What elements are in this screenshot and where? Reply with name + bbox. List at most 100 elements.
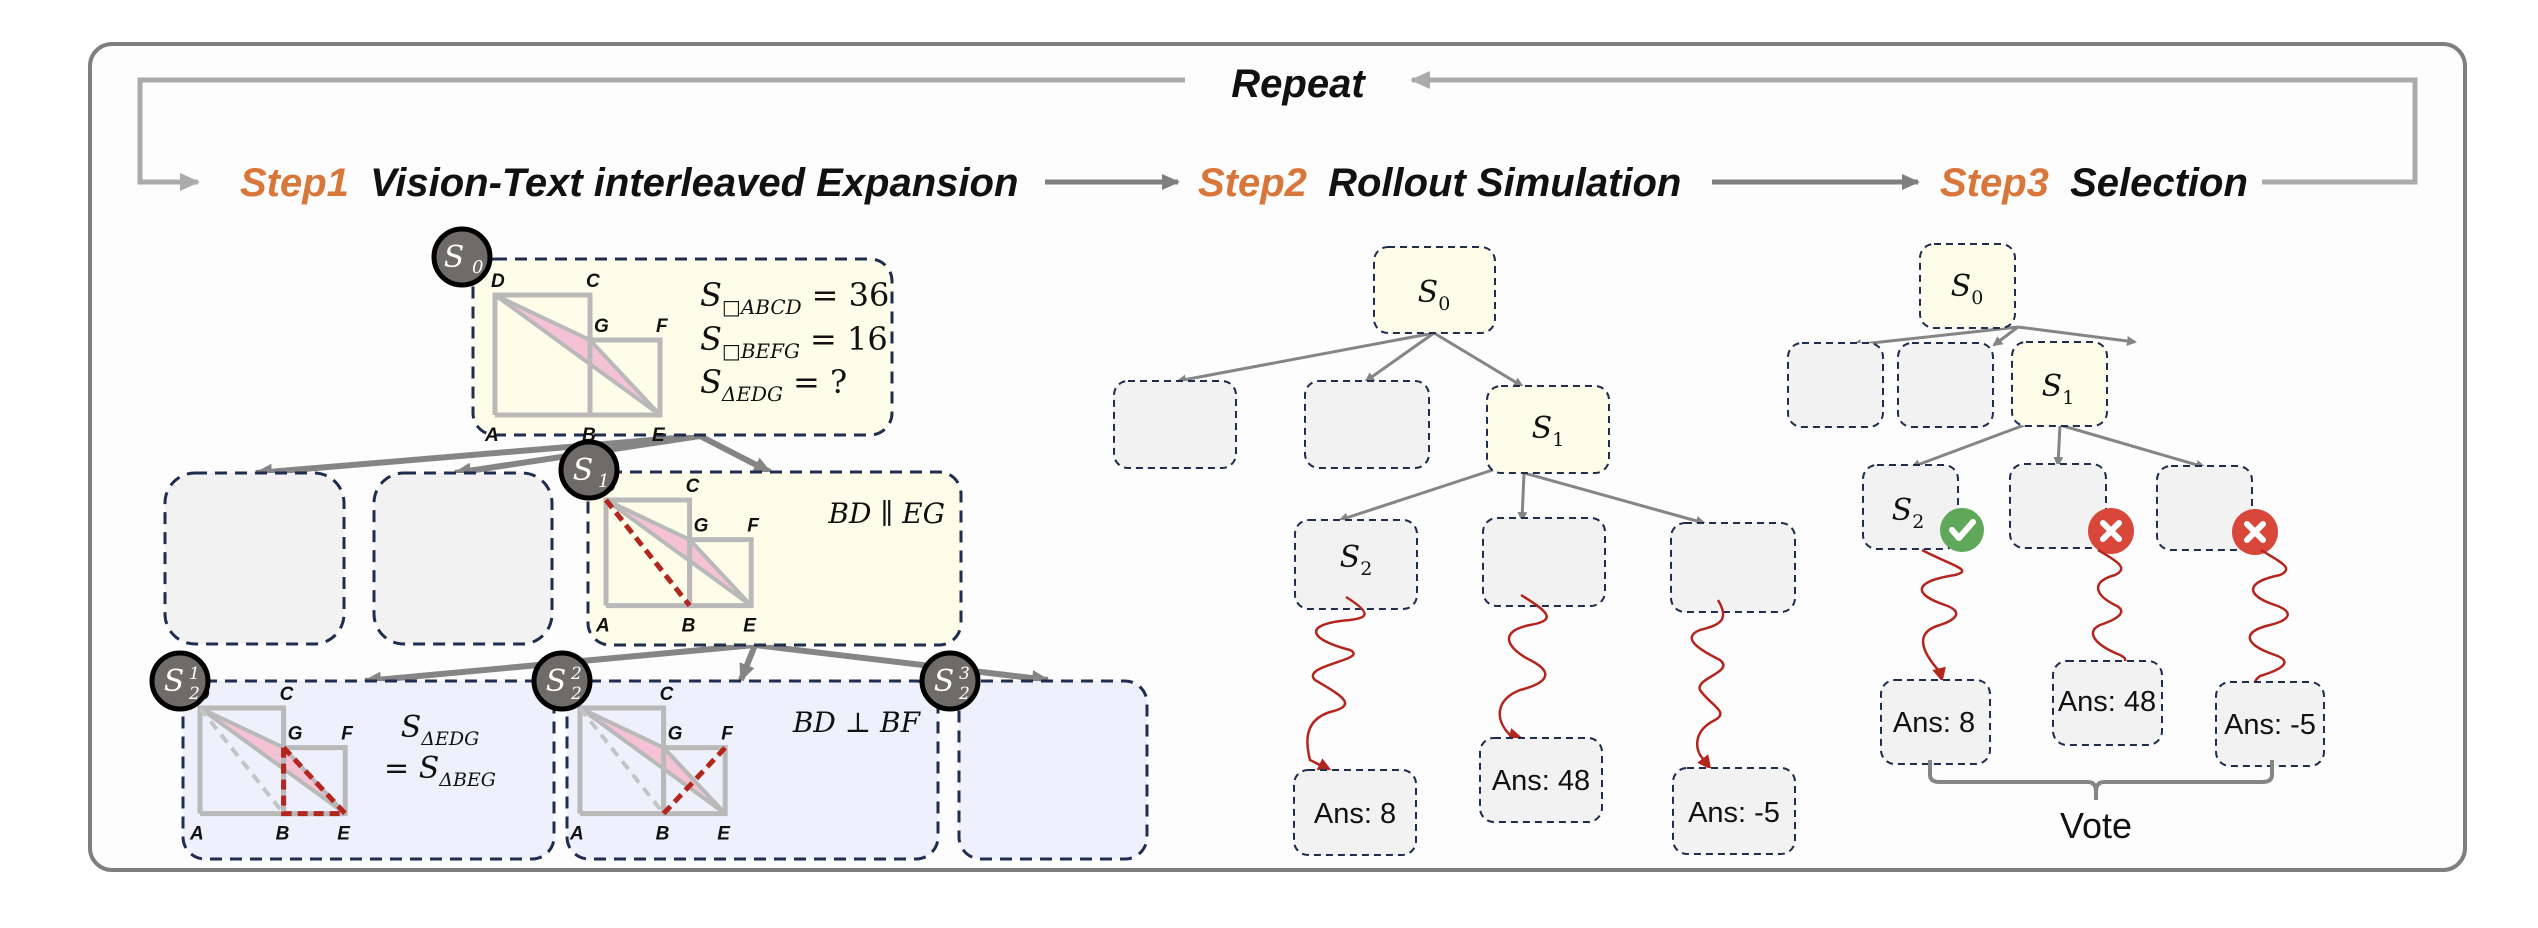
step1-s2-3-node: S 3 2 — [919, 650, 1149, 861]
svg-text:S2: S2 — [1340, 540, 1373, 580]
svg-text:1: 1 — [189, 664, 200, 684]
point-label-e: E — [743, 616, 757, 637]
edge3-s1-c2 — [2053, 424, 2064, 467]
step3-answer-1: Ans: 8 — [1893, 707, 1975, 739]
cross-icon — [2232, 509, 2278, 555]
check-icon — [1940, 508, 1984, 552]
svg-text:S□BEFG= 16: S□BEFG= 16 — [700, 320, 888, 363]
badge-s2-2: S 2 2 — [531, 650, 593, 712]
edge-s0-child1 — [254, 433, 701, 480]
step3-tree: S0 S1 S2 Ans: 8 Ans: 48 Ans: -5 — [1787, 243, 2325, 846]
step3-level2-empty-3 — [2156, 465, 2253, 551]
step1-level1-node-empty-1 — [163, 471, 346, 646]
point-label-b: B — [682, 616, 696, 637]
point-label-b: B — [656, 824, 670, 845]
edge3-s0-c2 — [1992, 325, 2019, 347]
s1-note: BD ∥ EG — [827, 497, 945, 530]
svg-text:S2: S2 — [1892, 493, 1925, 533]
step2-level1-empty-2 — [1304, 380, 1430, 469]
line-bd — [198, 706, 286, 815]
point-label-f: F — [747, 516, 760, 537]
step1-level1-node-empty-2 — [372, 471, 554, 646]
square-abcd — [197, 705, 287, 817]
step2-level1-empty-1 — [1113, 380, 1237, 469]
step3-root-node — [1919, 243, 2016, 329]
point-label-a: A — [595, 616, 610, 637]
step2-tree: S0 S1 S2 Ans: 8 Ans: 48 Ans: -5 — [1113, 246, 1796, 856]
svg-text:S: S — [934, 664, 955, 699]
step2-answer-2: Ans: 48 — [1492, 765, 1590, 797]
badge-s2-1: S 1 2 — [149, 650, 211, 712]
step3-answer-node-2 — [2052, 660, 2163, 746]
svg-text:2: 2 — [958, 684, 970, 704]
point-label-d: D — [491, 271, 505, 292]
vote-brace — [1928, 760, 2274, 800]
svg-text:S□ABCD= 36: S□ABCD= 36 — [700, 276, 889, 319]
step2-title: Rollout Simulation — [1328, 161, 1681, 205]
edge2-s1-c3 — [1523, 471, 1706, 526]
cross-icon — [2088, 508, 2134, 554]
step2-level2-empty-3 — [1670, 522, 1796, 613]
point-label-a: A — [569, 824, 584, 845]
point-label-f: F — [721, 724, 734, 745]
edge2-s0-s1 — [1433, 331, 1524, 388]
repeat-label: Repeat — [1231, 62, 1366, 106]
point-label-a: A — [189, 824, 204, 845]
point-label-a: A — [484, 425, 499, 446]
edge-s1-s2-3 — [754, 642, 1050, 687]
step3-heading: Step3 Selection — [1940, 161, 2248, 205]
svg-text:SΔEDG: SΔEDG — [401, 710, 480, 750]
step1-heading: Step1 Vision-Text interleaved Expansion — [240, 161, 1018, 205]
point-label-e: E — [652, 425, 666, 446]
square-abcd — [603, 497, 693, 609]
step2-root-node — [1373, 246, 1496, 334]
point-label-f: F — [341, 724, 354, 745]
point-label-c: C — [660, 684, 674, 705]
step-headings: Step1 Vision-Text interleaved Expansion … — [240, 161, 2248, 205]
step3-answer-3: Ans: -5 — [2224, 709, 2316, 741]
svg-text:SΔEDG= ?: SΔEDG= ? — [700, 363, 847, 406]
step3-title: Selection — [2070, 161, 2248, 205]
step2-answer-node-1 — [1293, 769, 1417, 856]
s2-2-note: BD ⊥ BF — [792, 706, 922, 739]
step2-answer-node-3 — [1672, 767, 1796, 855]
edge-s0-s1 — [698, 433, 772, 475]
step3-level1-empty-1 — [1787, 342, 1884, 428]
rollout-path-1 — [1920, 548, 1964, 682]
svg-text:2: 2 — [570, 684, 582, 704]
svg-text:1: 1 — [598, 471, 609, 492]
step2-s1-node — [1486, 385, 1610, 474]
repeat-loop-left-line — [137, 77, 1185, 191]
point-label-f: F — [656, 316, 669, 337]
point-label-e: E — [717, 824, 731, 845]
triangle-edg-outline — [493, 293, 662, 417]
point-label-g: G — [668, 724, 683, 745]
rollout-path-1 — [1306, 595, 1366, 772]
step2-level2-empty-2 — [1482, 517, 1606, 607]
svg-text:3: 3 — [959, 664, 970, 684]
badge-s0: S 0 — [431, 226, 493, 288]
rollout-path-2 — [1498, 593, 1548, 742]
edge3-s1-c3 — [2059, 423, 2206, 470]
point-label-g: G — [694, 516, 709, 537]
svg-text:0: 0 — [472, 257, 483, 278]
repeat-loop: Repeat — [137, 62, 2418, 191]
edge3-s0-s1 — [2017, 325, 2137, 346]
step1-prefix: Step1 — [240, 161, 349, 205]
root-equations: S□ABCD= 36 S□BEFG= 16 SΔEDG= ? — [700, 276, 889, 406]
outer-frame — [88, 42, 2467, 872]
rollout-path-3 — [1690, 599, 1725, 770]
svg-text:2: 2 — [570, 664, 582, 684]
step2-answer-node-2 — [1479, 737, 1603, 823]
svg-text:S1: S1 — [2042, 369, 2075, 409]
vote-label: Vote — [2060, 805, 2132, 846]
step2-heading: Step2 Rollout Simulation — [1198, 161, 1681, 205]
svg-text:S: S — [546, 664, 567, 699]
